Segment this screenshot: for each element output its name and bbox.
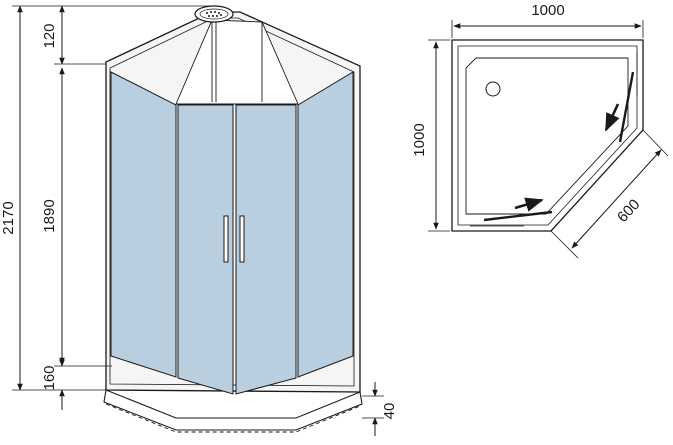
plan-view: 1000 1000 600	[411, 2, 669, 259]
door-handle-right	[239, 215, 245, 263]
plan-depth-label: 1000	[411, 123, 428, 156]
dimension-door-height: 1890	[41, 67, 112, 367]
top-height-label: 120	[41, 23, 58, 48]
drain-icon	[485, 81, 501, 97]
back-wall	[175, 19, 299, 105]
dimension-plan-width: 1000	[451, 2, 644, 38]
dimension-top-height: 120	[41, 5, 106, 65]
right-door-panel	[235, 104, 297, 395]
door-leaf-bottom	[483, 210, 553, 222]
front-elevation: 2170 120 1890 160 40	[0, 5, 398, 436]
door-leaf-top	[618, 71, 635, 143]
left-door-panel	[177, 104, 234, 395]
slide-arrow-lower-icon	[514, 197, 544, 212]
dimension-tray-height: 40	[362, 382, 398, 436]
plan-outer-outline	[451, 39, 644, 232]
tray-dashed-base	[105, 403, 361, 433]
shower-head-icon	[194, 5, 234, 23]
right-glass-panel	[297, 71, 354, 378]
door-handle-left	[223, 215, 229, 263]
total-height-label: 2170	[0, 201, 17, 234]
slide-arrow-upper-icon	[604, 103, 620, 132]
dimension-plan-depth: 1000	[411, 39, 450, 232]
dimension-total-height: 2170	[0, 5, 212, 391]
bottom-height-label: 160	[41, 365, 58, 390]
diagonal-side-label: 600	[614, 196, 644, 226]
door-height-label: 1890	[41, 199, 58, 232]
plan-width-label: 1000	[531, 2, 564, 19]
dimension-bottom-height: 160	[41, 346, 65, 410]
shower-tray	[103, 389, 363, 431]
tray-height-label: 40	[381, 403, 398, 420]
plan-tray-inner	[465, 57, 629, 215]
left-glass-panel	[110, 71, 177, 378]
